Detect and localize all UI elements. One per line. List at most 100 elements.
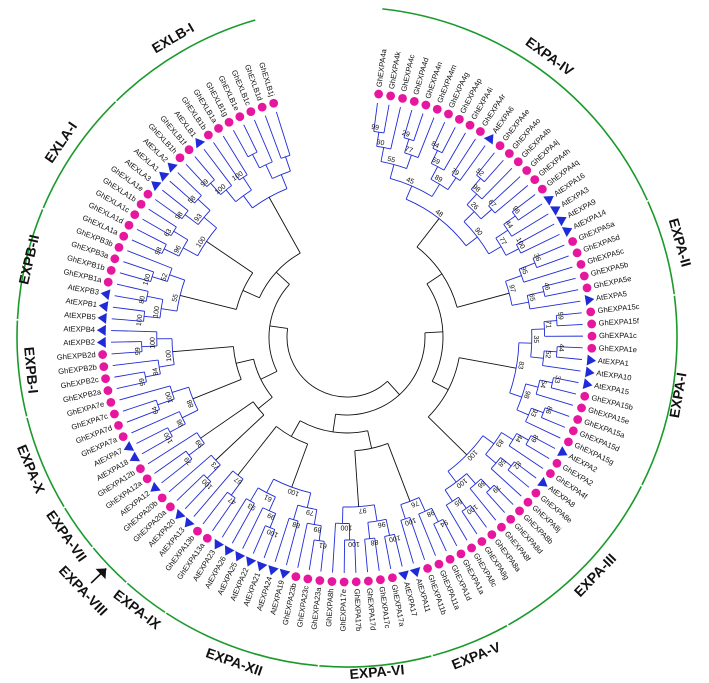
bootstrap-value: 100 — [142, 273, 152, 286]
branch-arc — [418, 507, 432, 515]
branch-segment — [542, 365, 581, 372]
backbone-segment — [387, 381, 400, 395]
branch-segment — [469, 488, 497, 521]
leaf-marker-triangle — [150, 481, 161, 492]
leaf-marker-circle — [487, 530, 497, 539]
branch-segment — [194, 156, 215, 181]
bootstrap-value: 97 — [507, 284, 516, 293]
branch-arc — [145, 291, 149, 302]
backbone-arc — [286, 328, 388, 398]
leaf-marker-circle — [142, 474, 152, 484]
bootstrap-value: 88 — [186, 398, 195, 408]
branch-segment — [530, 356, 544, 359]
branch-segment — [530, 435, 556, 449]
leaf-label: AtEXPB4 — [63, 324, 95, 334]
bootstrap-value: 77 — [404, 146, 414, 155]
branch-segment — [285, 156, 291, 172]
branch-segment — [111, 341, 142, 343]
branch-segment — [116, 381, 147, 390]
branch-segment — [531, 328, 545, 330]
branch-segment — [206, 464, 221, 479]
branch-arc — [461, 505, 471, 512]
backbone-arc — [268, 284, 290, 372]
bootstrap-value: 35 — [532, 335, 539, 343]
backbone-segment — [367, 430, 373, 449]
clade-arc — [64, 507, 93, 548]
branch-segment — [252, 525, 266, 554]
leaf-marker-circle — [513, 157, 523, 167]
branch-segment — [231, 503, 255, 544]
leaf-marker-circle — [101, 374, 110, 384]
bootstrap-value: 100 — [388, 533, 401, 542]
backbone-segment — [291, 443, 309, 488]
leaf-marker-triangle — [556, 216, 567, 227]
bootstrap-value: 44 — [513, 433, 523, 443]
branch-segment — [500, 457, 512, 467]
leaf-marker-circle — [291, 572, 301, 582]
leaf-marker-circle — [515, 506, 524, 516]
branch-segment — [111, 318, 144, 322]
branch-segment — [476, 152, 495, 176]
leaf-marker-circle — [423, 563, 432, 573]
leaf-marker-circle — [246, 107, 256, 117]
branch-segment — [413, 113, 424, 141]
bootstrap-value: 79 — [449, 167, 459, 177]
branch-arc — [488, 205, 496, 214]
branch-segment — [445, 504, 468, 541]
branch-segment — [280, 174, 288, 189]
bootstrap-value: 80 — [138, 295, 146, 304]
bootstrap-value: 79 — [305, 508, 314, 517]
bootstrap-value: 58 — [496, 457, 506, 468]
clade-arc — [116, 19, 256, 102]
leaf-marker-circle — [530, 175, 540, 184]
branch-segment — [544, 289, 579, 297]
branch-segment — [136, 228, 167, 245]
bootstrap-value: 61 — [263, 493, 273, 503]
clade-arrow — [90, 567, 107, 584]
clade-arc — [42, 101, 117, 209]
backbone-segment — [192, 379, 242, 400]
leaf-marker-circle — [582, 283, 592, 293]
branch-segment — [542, 277, 576, 288]
leaf-marker-circle — [409, 97, 419, 106]
branch-segment — [177, 172, 202, 196]
branch-segment — [131, 239, 163, 254]
branch-segment — [458, 496, 467, 509]
branch-segment — [544, 350, 557, 353]
branch-segment — [557, 323, 583, 327]
bootstrap-value: 79 — [183, 455, 193, 466]
clade-arcs — [16, 8, 678, 668]
branch-segment — [432, 121, 446, 149]
branch-segment — [249, 487, 259, 502]
clade-arc — [126, 582, 166, 613]
leaf-label: AtEXPB1 — [65, 296, 98, 309]
branch-segment — [243, 195, 253, 209]
clade-arc — [92, 547, 127, 583]
branch-segment — [511, 213, 549, 237]
leaf-marker-triangle — [279, 568, 291, 579]
leaf-marker-triangle — [97, 312, 107, 324]
leaf-marker-triangle — [159, 171, 170, 182]
branch-segment — [147, 432, 198, 465]
bootstrap-value: 96 — [173, 244, 183, 254]
branch-segment — [444, 489, 453, 502]
bootstrap-value: 58 — [187, 195, 197, 206]
branch-segment — [486, 492, 506, 513]
branch-segment — [389, 164, 395, 179]
leaf-marker-triangle — [268, 565, 279, 576]
leaf-label: GhEXPA17e — [339, 589, 349, 632]
leaf-marker-circle — [110, 409, 119, 419]
leaf-marker-circle — [388, 573, 397, 583]
branch-arc — [507, 461, 515, 471]
bootstrap-value: 65 — [453, 497, 463, 507]
leaf-marker-circle — [114, 421, 123, 430]
leaf-label: AtEXPB5 — [64, 310, 96, 321]
branch-segment — [441, 127, 456, 153]
leaf-marker-circle — [363, 576, 373, 586]
branch-segment — [173, 230, 189, 241]
branch-arc — [280, 154, 291, 159]
branch-segment — [154, 450, 187, 474]
branch-segment — [159, 364, 175, 368]
bootstrap-value: 100 — [153, 306, 162, 319]
branch-segment — [147, 295, 163, 300]
